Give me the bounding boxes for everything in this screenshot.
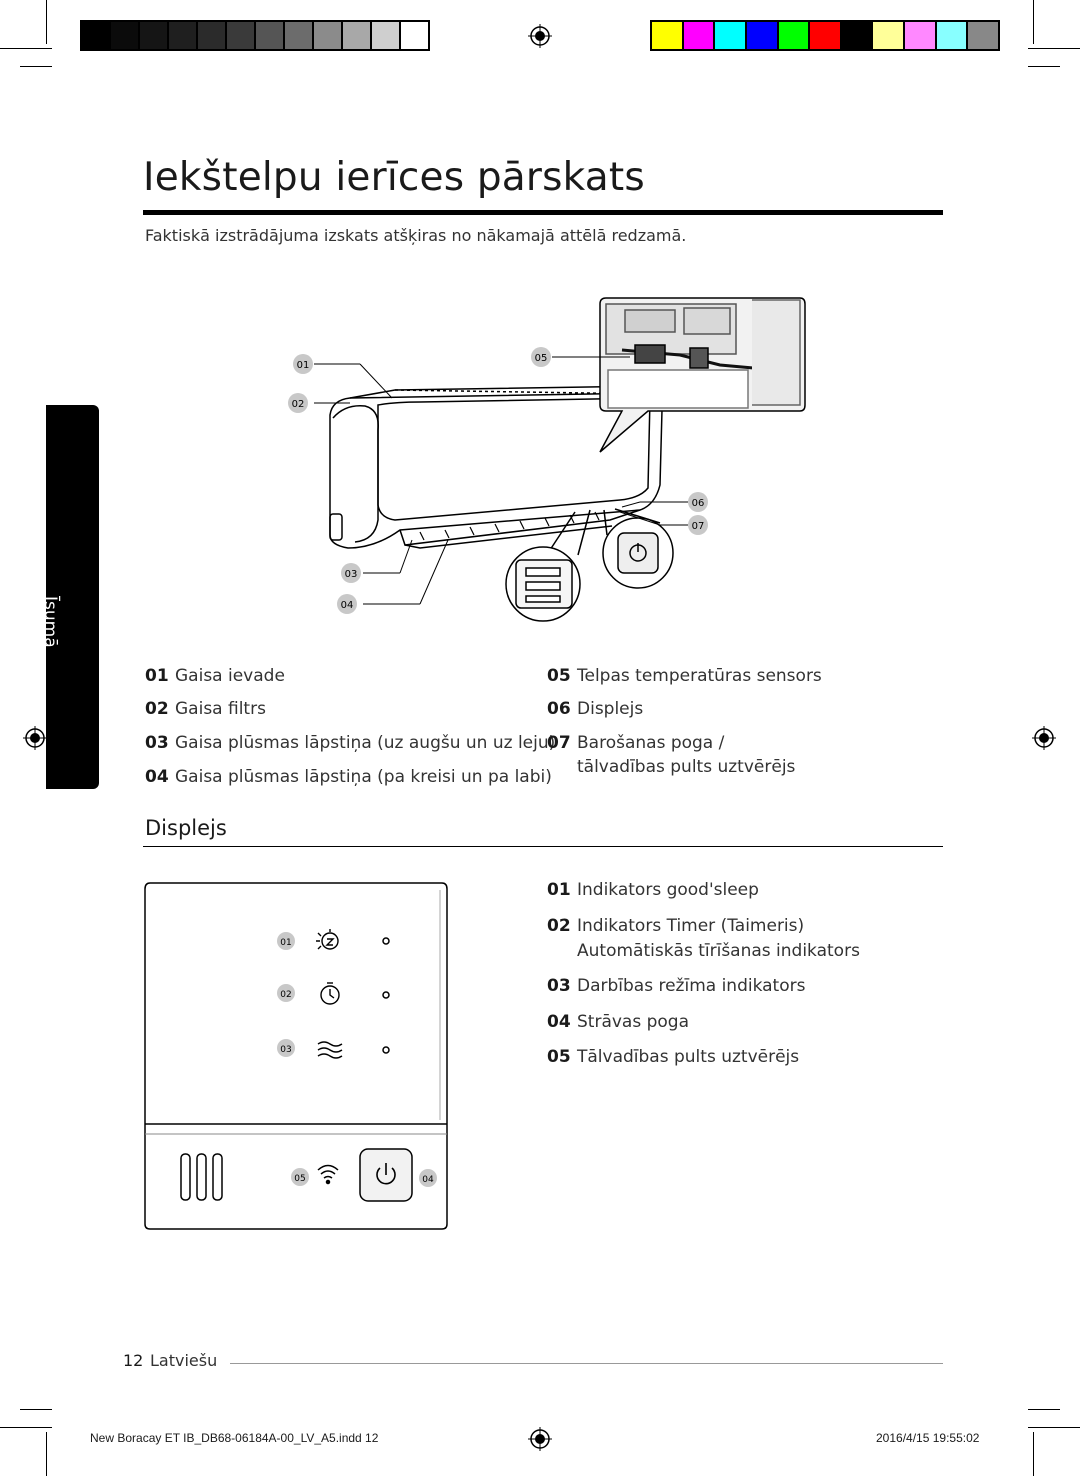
swatch [905, 22, 937, 49]
swatch [652, 22, 684, 49]
legend-item-continued: tālvadības pults uztvērējs [577, 757, 796, 777]
swatch [683, 22, 716, 49]
crop-mark [1028, 66, 1060, 67]
indoor-unit-diagram: 01 02 03 04 05 06 07 [288, 297, 806, 622]
print-date: 2016/4/15 19:55:02 [876, 1431, 980, 1445]
display-panel-diagram: 01 02 03 05 04 [144, 882, 448, 1230]
footer-rule [230, 1363, 943, 1364]
swatch [401, 22, 428, 49]
swatch [343, 22, 372, 49]
page-number: 12 [123, 1351, 144, 1370]
callout-06: 06 [692, 498, 705, 509]
crop-mark [1033, 1432, 1034, 1476]
crop-mark [46, 0, 47, 44]
power-button-icon [359, 1148, 413, 1202]
swatch [314, 22, 343, 49]
registration-mark-icon [23, 726, 47, 750]
swatch [778, 22, 811, 49]
callout-05: 05 [535, 353, 548, 364]
indicator-led [382, 991, 390, 999]
callout-07: 07 [692, 521, 705, 532]
indicator-led [382, 937, 390, 945]
unit-front-panel [377, 397, 651, 521]
swatch [285, 22, 314, 49]
crop-mark [46, 1432, 47, 1476]
crop-mark [0, 48, 52, 49]
swatch [372, 22, 401, 49]
color-calibration-bar [650, 20, 1000, 51]
registration-mark-icon [1032, 726, 1056, 750]
panel-callout-03: 03 [280, 1045, 291, 1055]
swatch [968, 22, 999, 49]
sleep-icon [316, 929, 339, 950]
callout-03: 03 [345, 569, 358, 580]
section-title: Displejs [145, 816, 227, 840]
crop-mark [0, 1427, 52, 1428]
swatch [82, 22, 111, 49]
page-subtitle: Faktiskā izstrādājuma izskats atšķiras n… [145, 226, 687, 245]
title-underline [143, 210, 943, 215]
unit-body [329, 392, 663, 549]
swatch [111, 22, 140, 49]
callout-02: 02 [292, 399, 305, 410]
unit-side-panel [332, 405, 379, 543]
print-file-info: New Boracay ET IB_DB68-06184A-00_LV_A5.i… [90, 1431, 379, 1445]
registration-mark-icon [528, 1427, 552, 1451]
timer-icon [320, 982, 340, 1005]
crop-mark [1028, 1409, 1060, 1410]
indicator-led [382, 1046, 390, 1054]
crop-mark [20, 66, 52, 67]
receiver-icon [317, 1164, 339, 1185]
display-panel-outline [144, 882, 448, 1230]
section-rule [143, 846, 943, 847]
grayscale-calibration-bar [80, 20, 430, 51]
swatch [715, 22, 747, 49]
crop-mark [1028, 1427, 1080, 1428]
swatch [841, 22, 874, 49]
panel-callout-05: 05 [294, 1174, 305, 1184]
swatch [227, 22, 256, 49]
panel-callout-01: 01 [280, 938, 291, 948]
swatch [746, 22, 779, 49]
crop-mark [20, 1409, 52, 1410]
side-tab-label: Īsumā [40, 596, 60, 648]
crop-mark [1028, 48, 1080, 49]
side-tab [46, 405, 99, 789]
swatch [936, 22, 969, 49]
vent-slot [212, 1153, 223, 1201]
crop-mark [1033, 0, 1034, 44]
vent-slot [180, 1153, 191, 1201]
swatch [256, 22, 285, 49]
panel-callout-02: 02 [280, 990, 291, 1000]
swatch [810, 22, 842, 49]
swatch [169, 22, 198, 49]
swatch [140, 22, 169, 49]
display-legend-item-continued: Automātiskās tīrīšanas indikators [577, 941, 860, 961]
footer-language: Latviešu [150, 1351, 218, 1370]
wind-mode-icon [317, 1041, 343, 1059]
callout-01: 01 [297, 360, 310, 371]
callout-04: 04 [341, 600, 354, 611]
vent-slot [196, 1153, 207, 1201]
swatch [873, 22, 906, 49]
panel-callout-04: 04 [422, 1175, 434, 1185]
page-title: Iekštelpu ierīces pārskats [143, 155, 645, 200]
registration-mark-icon [528, 24, 552, 48]
swatch [198, 22, 227, 49]
